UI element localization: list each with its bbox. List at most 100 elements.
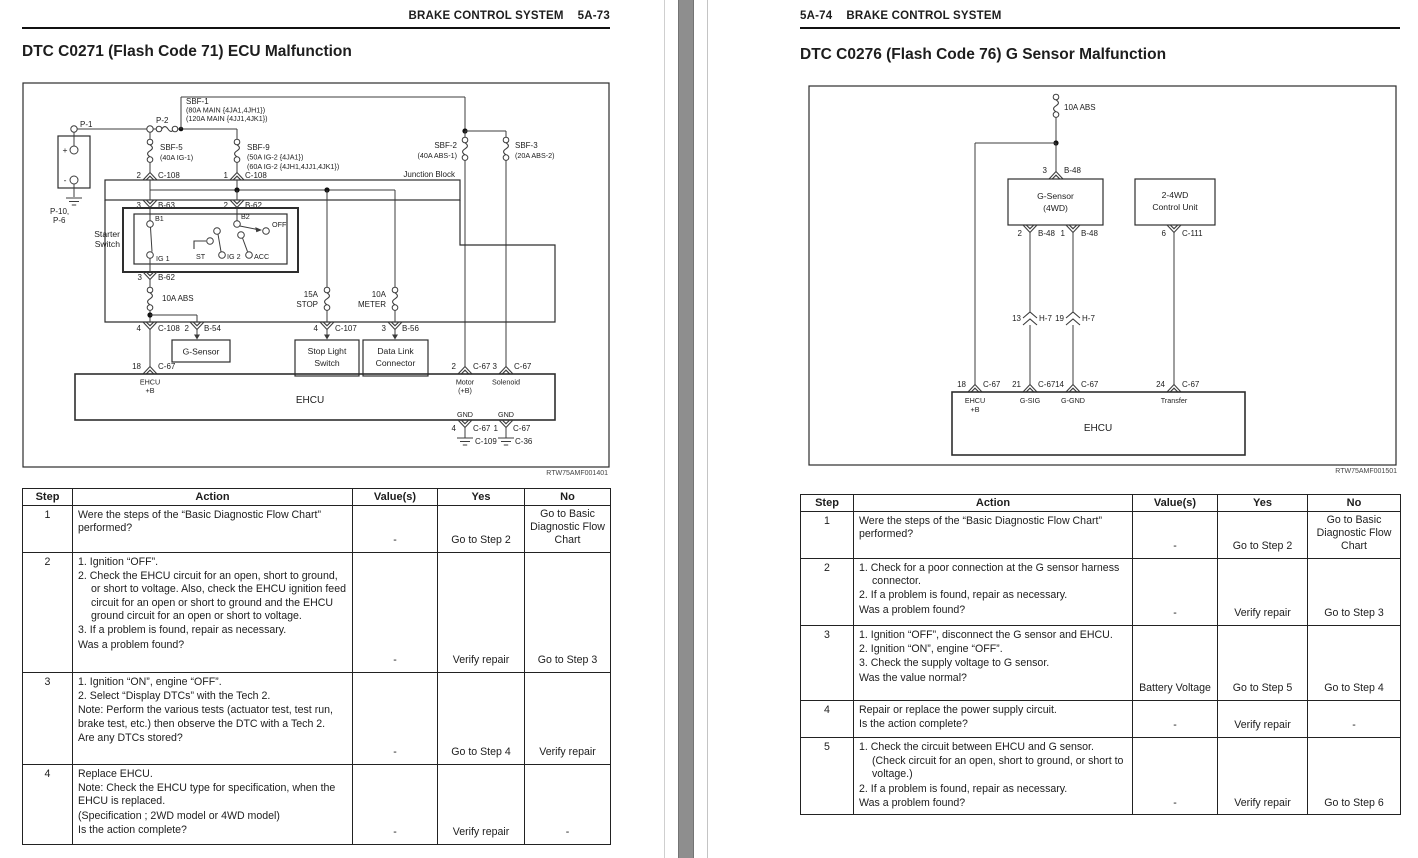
lbl-g-gnd: G-GND bbox=[1061, 396, 1085, 405]
col-no: No bbox=[1307, 494, 1401, 512]
lbl-sbf3: SBF-3 bbox=[515, 141, 538, 150]
lbl-ehcu-main: EHCU bbox=[296, 395, 324, 406]
g-sensor-box: G-Sensor bbox=[171, 329, 231, 363]
pin-b62-3-name: B-62 bbox=[158, 273, 175, 282]
table-row: 2 1. Ignition “OFF”.2. Check the EHCU ci… bbox=[22, 551, 611, 673]
pin-b48-2-num: 2 bbox=[1018, 229, 1023, 238]
no-cell: Go to Basic Diagnostic Flow Chart bbox=[524, 505, 611, 553]
step-cell: 1 bbox=[22, 505, 73, 553]
lbl-dlc-1: Data Link bbox=[377, 346, 414, 356]
value-cell: - bbox=[352, 671, 438, 765]
lbl-ehcu-main: EHCU bbox=[1084, 423, 1112, 434]
lbl-motor-2: (+B) bbox=[458, 386, 472, 395]
pin-c108-2-num: 2 bbox=[137, 171, 142, 180]
pin-c67-18-num: 18 bbox=[957, 380, 966, 389]
fuse-sbf3: SBF-3 (20A ABS-2) bbox=[465, 130, 555, 367]
step-cell: 2 bbox=[800, 557, 854, 626]
lbl-ehcu-b-2: +B bbox=[971, 405, 980, 414]
lbl-transfer: Transfer bbox=[1161, 396, 1188, 405]
pin-h7-13-name: H-7 bbox=[1039, 314, 1052, 323]
lbl-ehcu-b-2: +B bbox=[146, 386, 155, 395]
pin-c67-2-name: C-67 bbox=[473, 362, 491, 371]
value-cell: - bbox=[1132, 699, 1218, 738]
ehcu-b-feed: 18 C-67 bbox=[957, 142, 1056, 393]
lbl-sbf5: SBF-5 bbox=[160, 143, 183, 152]
lbl-ehcu-b-1: EHCU bbox=[965, 396, 985, 405]
lbl-ig2: IG 2 bbox=[227, 252, 241, 261]
lbl-sbf2a: (40A ABS-1) bbox=[417, 151, 457, 160]
lbl-dlc-2: Connector bbox=[376, 358, 416, 368]
col-values: Value(s) bbox=[1132, 494, 1218, 512]
lbl-battery-minus: - bbox=[64, 175, 67, 185]
pin-b63-num: 3 bbox=[137, 201, 142, 210]
pin-c111-num: 6 bbox=[1162, 229, 1167, 238]
battery: P-1 + - P-10, P-6 bbox=[50, 120, 93, 225]
col-step: Step bbox=[22, 488, 73, 506]
pin-c67-4-name: C-67 bbox=[473, 424, 491, 433]
col-yes: Yes bbox=[437, 488, 525, 506]
right-wiring-diagram: 10A ABS 18 C-67 3 B-48 G-Sensor (4WD) 2 … bbox=[808, 85, 1397, 466]
pin-c108-1-name: C-108 bbox=[245, 171, 267, 180]
right-header-rule bbox=[800, 27, 1400, 29]
action-cell: 1. Check the circuit between EHCU and G … bbox=[853, 736, 1133, 816]
pin-b56-name: B-56 bbox=[402, 324, 419, 333]
ground-pins: 4 C-67 C-109 1 C-67 C-36 bbox=[452, 419, 533, 446]
lbl-g-sensor-1: G-Sensor bbox=[1037, 191, 1074, 201]
page-edge-left bbox=[664, 0, 665, 858]
pin-b48-1-num: 1 bbox=[1061, 229, 1066, 238]
lbl-sls-1: Stop Light bbox=[308, 346, 347, 356]
step-cell: 5 bbox=[800, 736, 854, 816]
value-cell: - bbox=[1132, 511, 1218, 559]
action-cell: Repair or replace the power supply circu… bbox=[853, 699, 1133, 738]
value-cell: - bbox=[352, 551, 438, 673]
lbl-fuse-stop-2: STOP bbox=[296, 300, 318, 309]
action-cell: 1. Ignition “OFF”, disconnect the G sens… bbox=[853, 624, 1133, 701]
pin-b48-2-name: B-48 bbox=[1038, 229, 1055, 238]
pin-h7-13-num: 13 bbox=[1012, 314, 1021, 323]
page-spine-divider bbox=[678, 0, 694, 858]
pin-c67-1-num: 1 bbox=[494, 424, 499, 433]
table-row: 1 Were the steps of the “Basic Diagnosti… bbox=[22, 505, 611, 553]
table-row: 4 Repair or replace the power supply cir… bbox=[800, 699, 1401, 738]
pin-c111-name: C-111 bbox=[1182, 229, 1203, 238]
yes-cell: Verify repair bbox=[437, 551, 525, 673]
yes-cell: Verify repair bbox=[1217, 736, 1308, 816]
no-cell: Go to Step 4 bbox=[1307, 624, 1401, 701]
left-figure-reference: RTW75AMF001401 bbox=[546, 470, 608, 477]
lbl-g-sensor-2: (4WD) bbox=[1043, 203, 1068, 213]
lbl-junction-block: Junction Block bbox=[403, 170, 456, 179]
pin-c67-21-name: C-67 bbox=[1038, 380, 1056, 389]
lbl-sbf9: SBF-9 bbox=[247, 143, 270, 152]
value-cell: - bbox=[352, 763, 438, 845]
right-diagnostic-table: Step Action Value(s) Yes No 1 Were the s… bbox=[800, 494, 1401, 816]
control-unit-box: 2-4WD Control Unit 6 C-111 bbox=[1134, 178, 1216, 385]
lbl-sls-2: Switch bbox=[314, 358, 340, 368]
ehcu-box: 18 C-67 2 C-67 3 C-67 EHCU +B Motor (+B)… bbox=[74, 329, 556, 421]
pin-c67-3-name: C-67 bbox=[514, 362, 532, 371]
pin-c67-2-num: 2 bbox=[452, 362, 457, 371]
pin-b56-num: 3 bbox=[382, 324, 387, 333]
pin-c107-name: C-107 bbox=[335, 324, 357, 333]
lbl-off: OFF bbox=[272, 220, 287, 229]
lbl-battery-plus: + bbox=[62, 145, 67, 155]
action-cell: 1. Ignition “OFF”.2. Check the EHCU circ… bbox=[72, 551, 353, 673]
lbl-fuse-abs: 10A ABS bbox=[162, 294, 194, 303]
lbl-control-unit-2: Control Unit bbox=[1152, 202, 1198, 212]
right-header-page-number: 5A-74 bbox=[800, 10, 833, 22]
data-link-connector-box: Data Link Connector bbox=[362, 329, 429, 377]
pin-b54-name: B-54 bbox=[204, 324, 221, 333]
lbl-motor-1: Motor bbox=[456, 378, 475, 387]
pin-h7-19-num: 19 bbox=[1055, 314, 1064, 323]
table-row: 5 1. Check the circuit between EHCU and … bbox=[800, 736, 1401, 816]
pin-c67-4-num: 4 bbox=[452, 424, 457, 433]
lbl-st: ST bbox=[196, 252, 206, 261]
no-cell: - bbox=[1307, 699, 1401, 738]
step-cell: 4 bbox=[22, 763, 73, 845]
left-header-page-number: 5A-73 bbox=[577, 10, 610, 22]
fuse-10a-abs: 10A ABS bbox=[1052, 93, 1096, 146]
yes-cell: Go to Step 2 bbox=[437, 505, 525, 553]
lbl-gnd-right: GND bbox=[498, 410, 514, 419]
fuse-sbf2: SBF-2 (40A ABS-1) bbox=[417, 128, 469, 367]
col-values: Value(s) bbox=[352, 488, 438, 506]
step-cell: 3 bbox=[800, 624, 854, 701]
